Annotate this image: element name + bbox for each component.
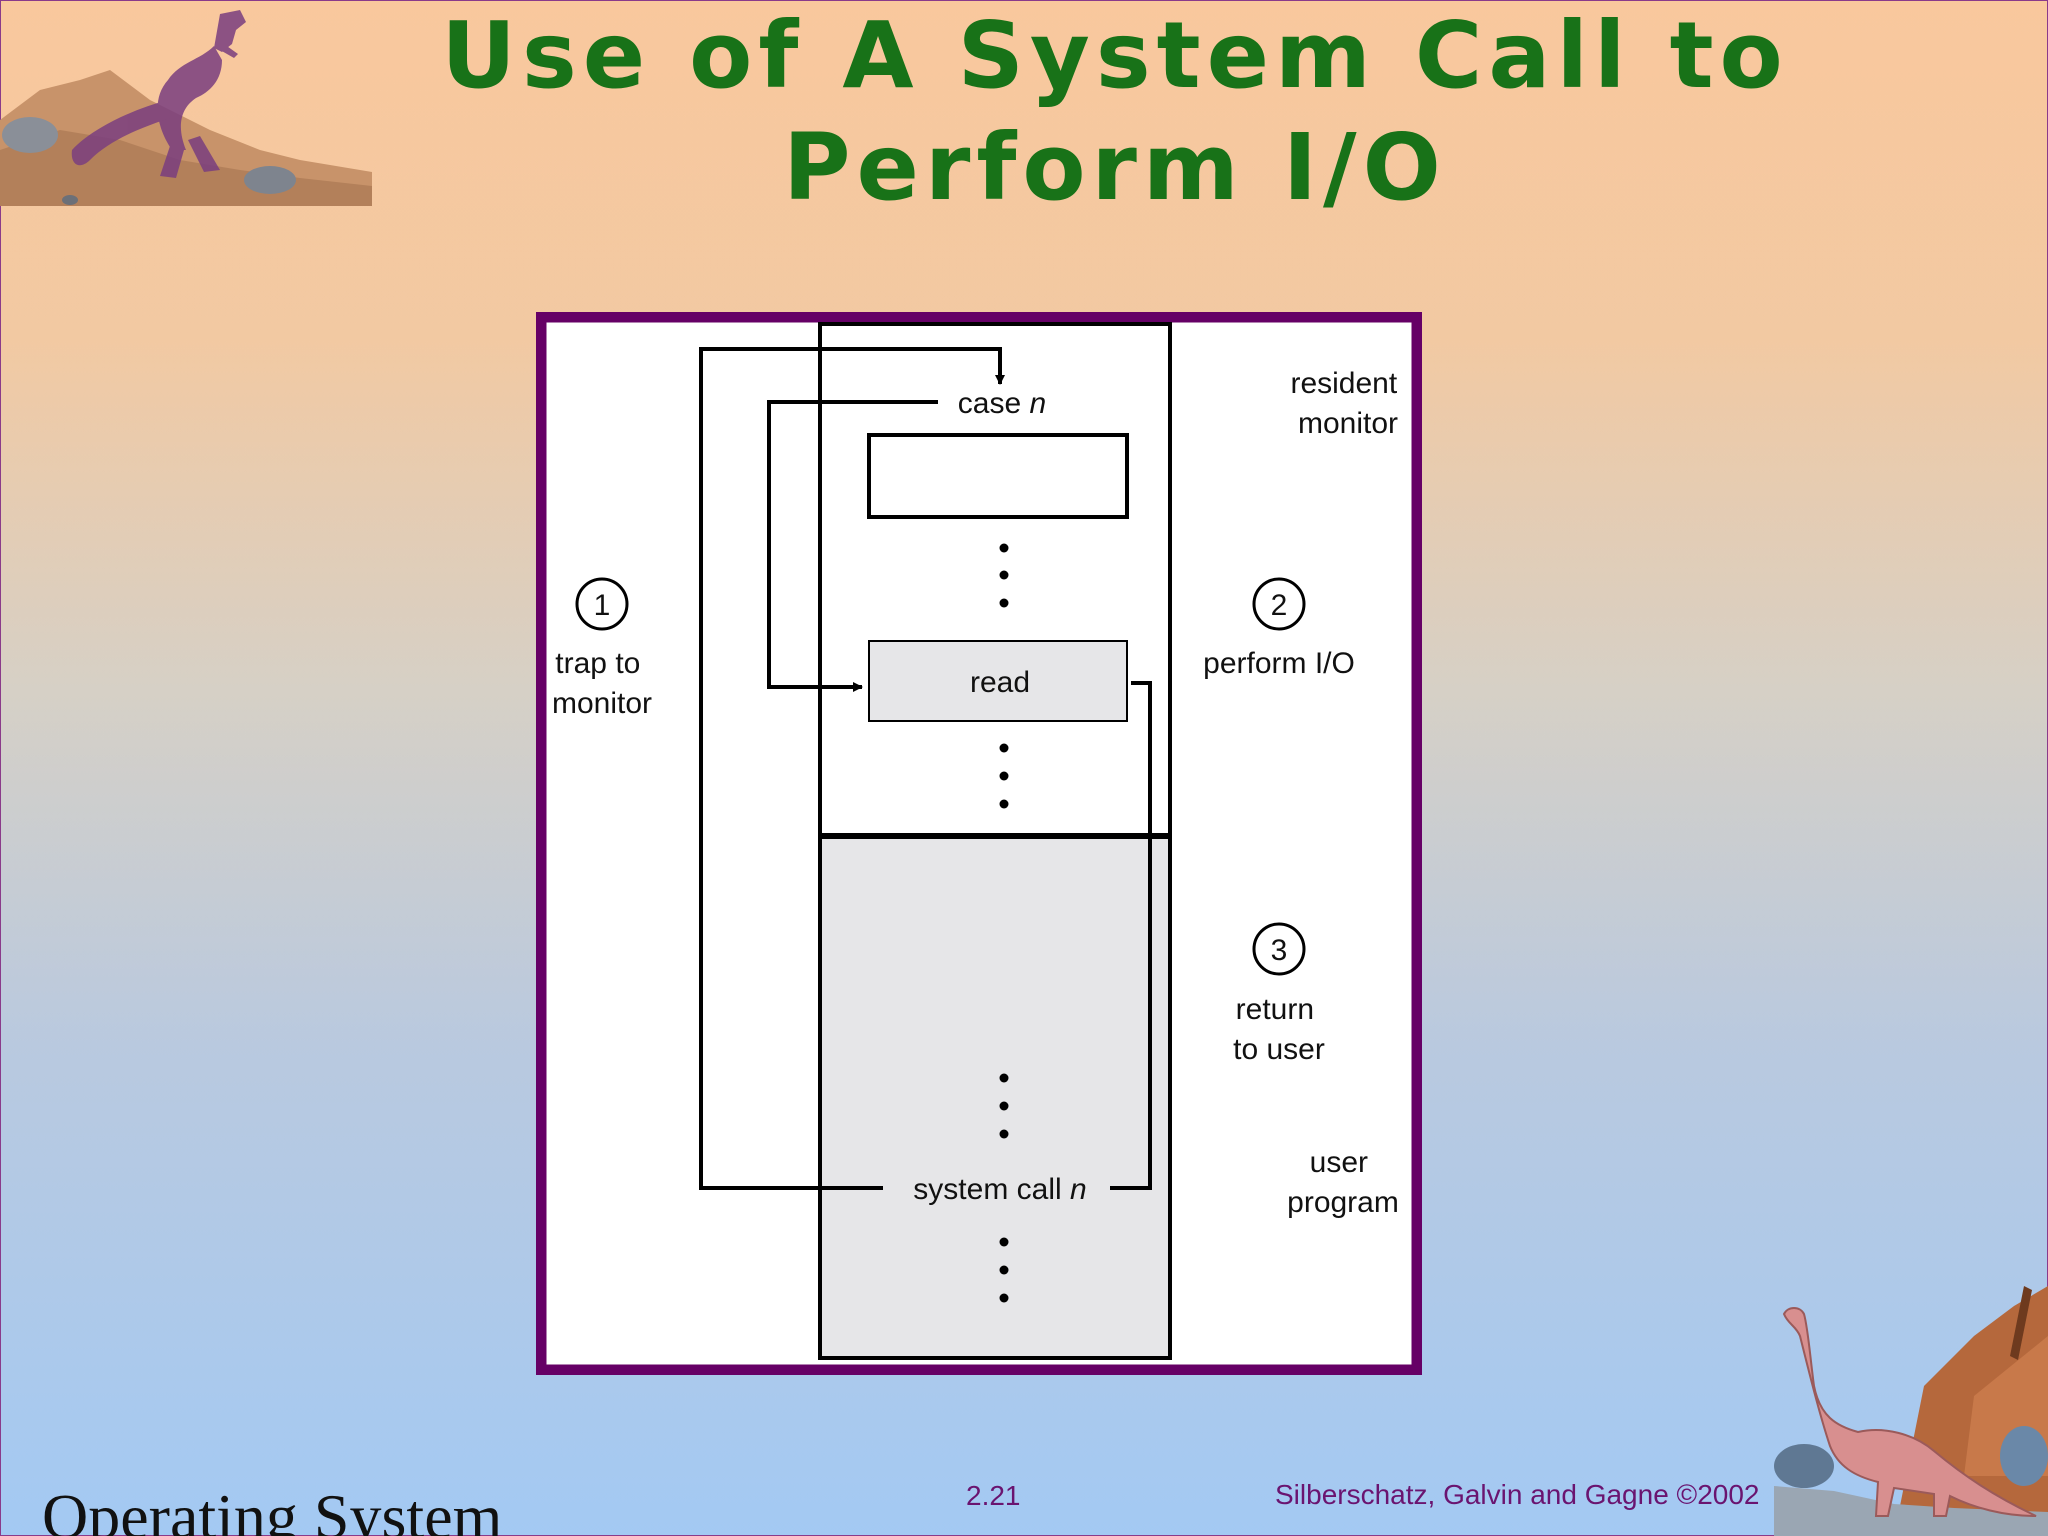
step-2-circle bbox=[1252, 577, 1306, 631]
system-call-variable: n bbox=[1070, 1173, 1087, 1206]
step-1-number: 1 bbox=[594, 589, 611, 622]
step-3-label: return to user bbox=[1233, 993, 1325, 1066]
case-label: case bbox=[958, 387, 1021, 420]
user-program-region bbox=[820, 836, 1170, 1358]
copyright-notice: Silberschatz, Galvin and Gagne ©2002 bbox=[1275, 1479, 1760, 1510]
user-program-label: user program bbox=[1287, 1146, 1399, 1219]
step-1-circle bbox=[575, 577, 629, 631]
step-2-number: 2 bbox=[1271, 589, 1288, 622]
case-variable: n bbox=[1030, 387, 1047, 420]
memory-column bbox=[818, 322, 1172, 1360]
dispatch-table-entry-box bbox=[867, 433, 1129, 519]
perform-io-arrow bbox=[767, 400, 938, 692]
slide-number: 2.21 bbox=[966, 1480, 1021, 1511]
ellipsis-dots bbox=[999, 543, 1009, 1303]
course-title: Operating System bbox=[42, 1481, 503, 1536]
page-title: Use of A System Call to Perform I/O bbox=[441, 2, 1789, 221]
read-routine-box bbox=[868, 640, 1128, 722]
t-rex-dinosaur-icon bbox=[0, 10, 372, 206]
step-2-label: perform I/O bbox=[1203, 647, 1355, 680]
read-label: read bbox=[970, 666, 1030, 699]
return-to-user-line bbox=[1110, 681, 1152, 1190]
system-call-label: system call n bbox=[913, 1173, 1086, 1206]
brontosaurus-dinosaur-icon bbox=[1774, 1286, 2048, 1536]
trap-to-monitor-arrow bbox=[699, 347, 1005, 1190]
system-call-diagram: case n read system call n resident monit… bbox=[536, 312, 1422, 1375]
step-1-label: trap to monitor bbox=[552, 647, 652, 720]
resident-monitor-label: resident monitor bbox=[1290, 367, 1405, 440]
case-n-label: case n bbox=[958, 387, 1046, 420]
step-3-circle bbox=[1252, 922, 1306, 976]
step-3-number: 3 bbox=[1271, 934, 1288, 967]
system-call-text: system call bbox=[913, 1173, 1061, 1206]
